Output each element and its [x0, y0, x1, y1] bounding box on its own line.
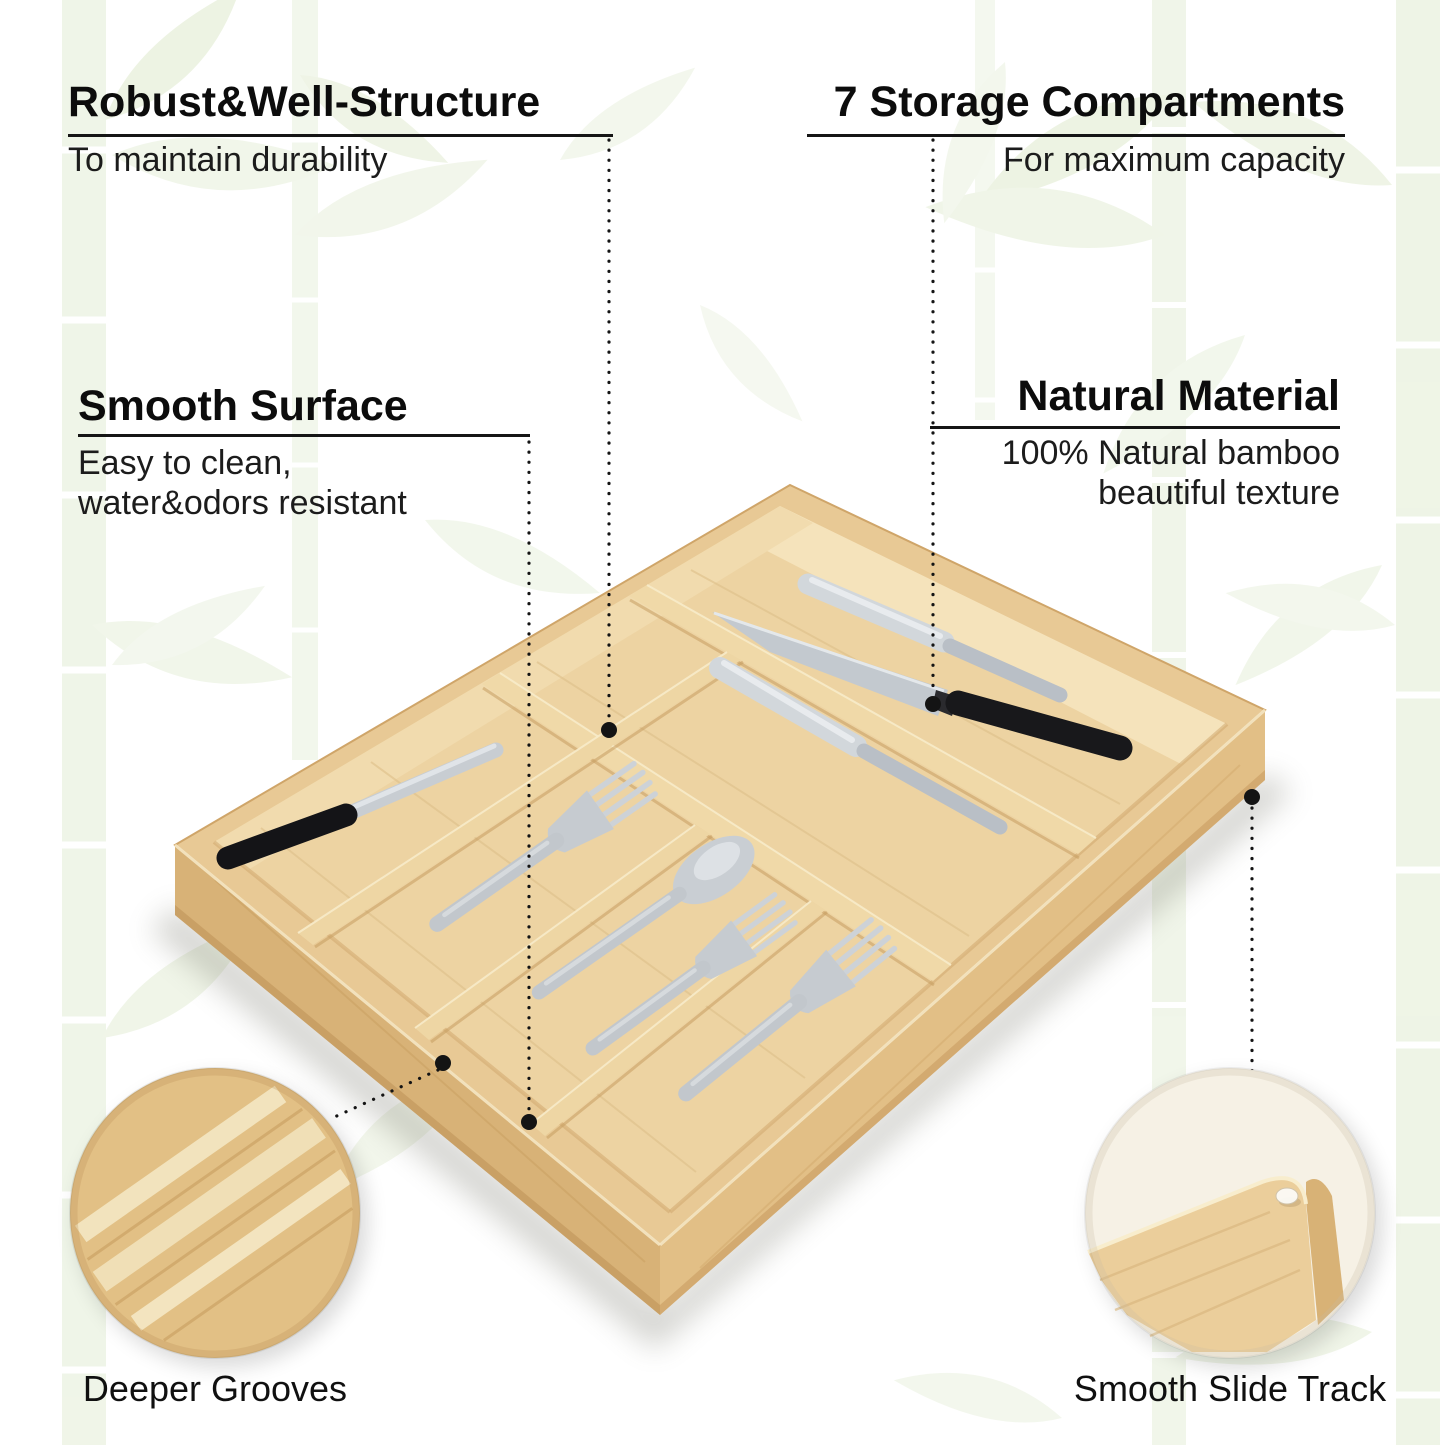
- bamboo-leaf: [691, 289, 806, 441]
- callout-storage-desc: For maximum capacity: [1003, 141, 1345, 179]
- callout-natural-desc-2: beautiful texture: [1098, 474, 1340, 512]
- chef-knife: [712, 611, 1133, 761]
- callout-natural-title: Natural Material: [1017, 372, 1340, 420]
- divider-walls: [297, 584, 1097, 1140]
- bamboo-watermark: [62, 0, 1440, 1445]
- leader-dot: [521, 1114, 537, 1130]
- callout-natural-desc-1: 100% Natural bamboo: [1001, 434, 1340, 472]
- callout-smooth-desc-1: Easy to clean,: [78, 444, 292, 482]
- bamboo-leaf: [547, 63, 711, 170]
- paring-knife: [216, 742, 504, 870]
- leader-dot: [601, 722, 617, 738]
- leader-lines: [326, 138, 1260, 1130]
- callout-storage-title: 7 Storage Compartments: [833, 78, 1345, 126]
- leader-dot: [925, 696, 941, 712]
- bamboo-leaf: [892, 1343, 1067, 1445]
- leader-line: [326, 1068, 440, 1122]
- slide-pad: [1275, 1187, 1299, 1205]
- callout-smooth-title: Smooth Surface: [78, 382, 408, 430]
- callout-smooth-underline: [78, 434, 530, 437]
- inset-deeper-grooves: [69, 1067, 368, 1368]
- cutlery-set: [216, 573, 1133, 1112]
- callout-robust-desc: To maintain durability: [68, 141, 388, 179]
- cutlery-tray: [173, 483, 1267, 1315]
- inset-label-deeper-grooves: Deeper Grooves: [82, 1368, 348, 1409]
- bamboo-leaf: [418, 489, 603, 630]
- dinner-knife: [709, 657, 1008, 835]
- callout-smooth-desc-2: water&odors resistant: [78, 484, 407, 522]
- bamboo-stalk: [1396, 0, 1440, 1445]
- inset-label-slide-track: Smooth Slide Track: [1073, 1368, 1387, 1409]
- leader-dot: [1244, 789, 1260, 805]
- tray-wall-left: [175, 845, 660, 1315]
- bamboo-stalk: [292, 0, 318, 760]
- inset-slide-track: [1084, 1067, 1383, 1368]
- leader-dot: [435, 1055, 451, 1071]
- callout-robust-title: Robust&Well-Structure: [68, 78, 541, 126]
- callout-storage-underline: [807, 134, 1345, 137]
- table-knife: [797, 573, 1068, 703]
- callout-robust-underline: [68, 134, 613, 137]
- callout-natural-underline: [930, 426, 1340, 429]
